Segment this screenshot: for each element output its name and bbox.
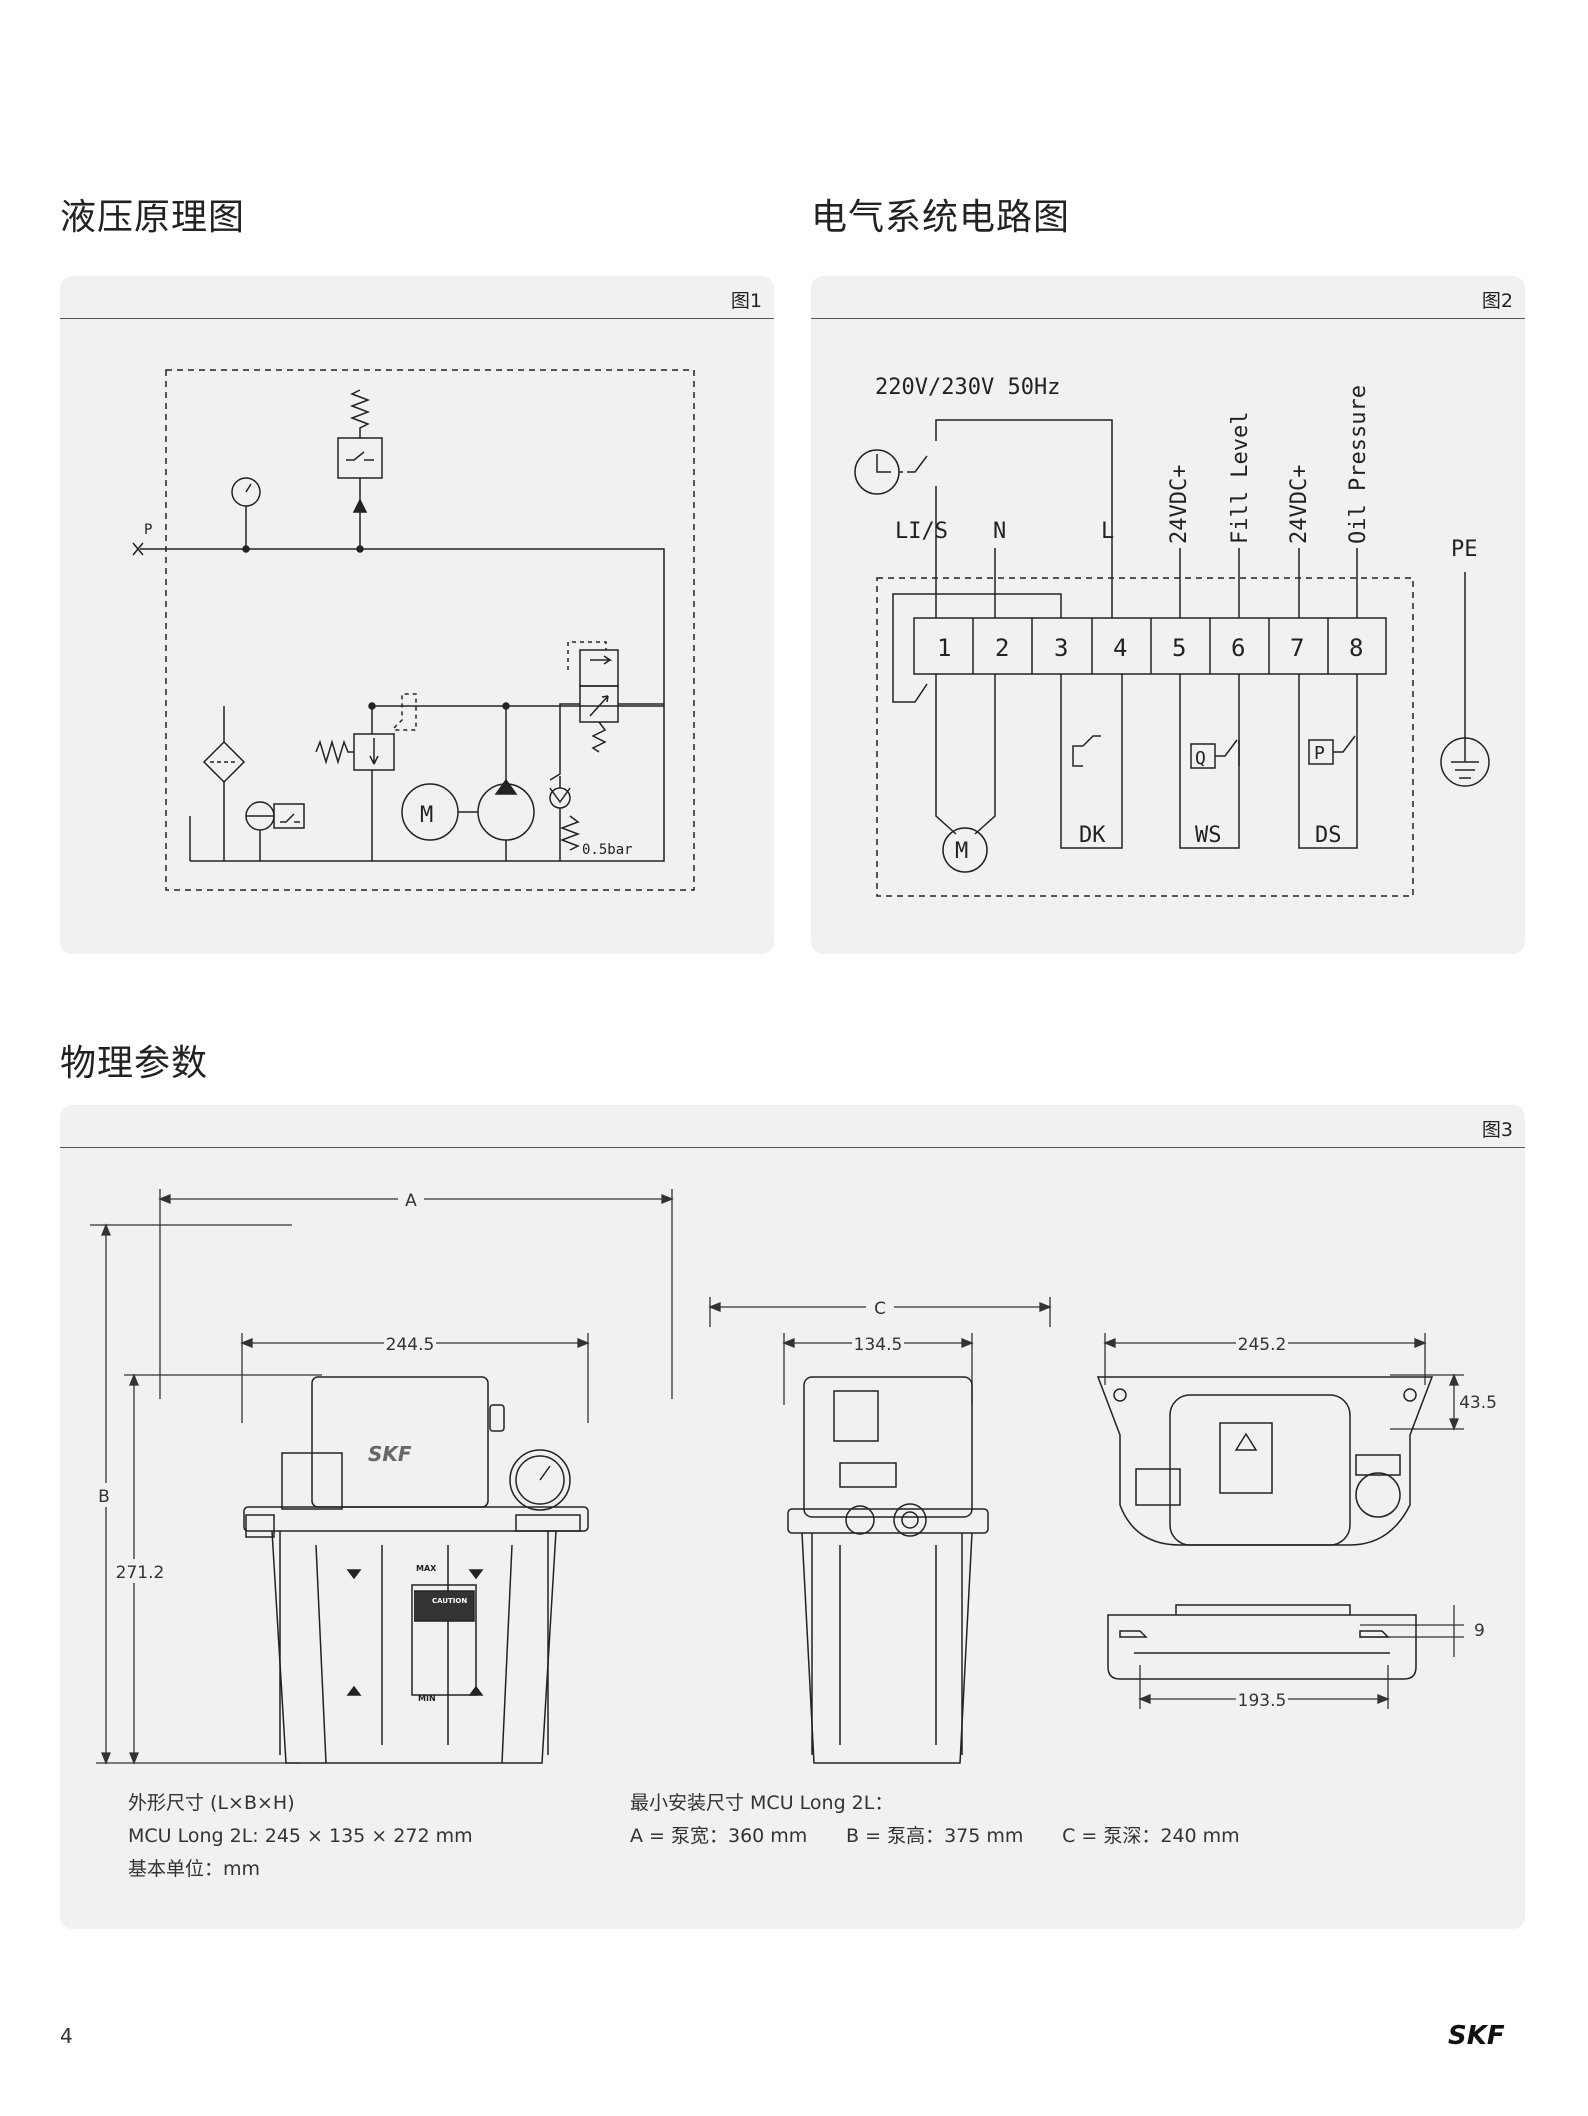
hydraulic-section-title: 液压原理图 — [60, 197, 246, 238]
base-plate-view — [1107, 1604, 1417, 1680]
dim-a: A — [405, 1191, 417, 1211]
electrical-schematic: 220V/230V 50Hz LI/S N L 24VDC+ Fill Leve… — [854, 375, 1490, 897]
outer-dimensions-caption: 外形尺寸 (L×B×H) MCU Long 2L: 245 × 135 × 27… — [128, 1787, 473, 1886]
terminal-2: 2 — [995, 634, 1009, 662]
min-install-title: 最小安装尺寸 MCU Long 2L： — [630, 1792, 894, 1814]
dimension-drawing: A B 271.2 244.5 — [90, 1187, 1497, 1765]
logo-text: SKF — [1448, 2021, 1505, 2050]
terminal-label-oil-pressure: Oil Pressure — [1346, 385, 1371, 544]
panel-header: 图2 — [811, 276, 1525, 319]
physical-section-title: 物理参数 — [60, 1043, 209, 1084]
terminal-8: 8 — [1349, 634, 1363, 662]
terminal-7: 7 — [1290, 634, 1304, 662]
figure-label: 图3 — [1481, 1119, 1513, 1141]
port-label: P — [144, 522, 152, 538]
terminal-numbers: 1 2 3 4 5 6 7 8 — [937, 634, 1363, 662]
symbol-p: P — [1314, 743, 1325, 764]
page-number: 4 — [60, 2024, 73, 2048]
switch-ws: WS — [1195, 823, 1222, 848]
dim-height: 271.2 — [116, 1563, 165, 1583]
skf-logo: SKF — [1448, 2021, 1505, 2050]
hydraulic-diagram-panel: 图1 P M — [60, 276, 774, 954]
panel-header: 图1 — [60, 276, 774, 319]
label-max: MAX — [416, 1564, 437, 1573]
pe-label: PE — [1451, 537, 1478, 562]
side-view — [787, 1376, 989, 1764]
drawing-logo: SKF — [368, 1442, 412, 1466]
front-view — [243, 1376, 589, 1764]
min-install-a: A = 泵宽：360 mm — [630, 1825, 808, 1847]
dim-c: C — [874, 1299, 886, 1319]
symbol-q: Q — [1195, 748, 1206, 769]
dim-b: B — [98, 1487, 110, 1507]
terminal-6: 6 — [1231, 634, 1245, 662]
dim-base-width: 245.2 — [1238, 1335, 1287, 1355]
terminal-3: 3 — [1054, 634, 1068, 662]
terminal-label-l: L — [1101, 519, 1114, 544]
min-install-c: C = 泵深：240 mm — [1062, 1825, 1240, 1847]
unit-note: 基本单位：mm — [128, 1858, 261, 1880]
switch-ds: DS — [1315, 823, 1342, 848]
top-view — [1096, 1376, 1434, 1546]
terminal-label-n: N — [993, 519, 1006, 544]
outer-title: 外形尺寸 (L×B×H) — [128, 1792, 295, 1814]
dim-width: 244.5 — [386, 1335, 435, 1355]
check-pressure-label: 0.5bar — [582, 842, 633, 858]
min-install-b: B = 泵高：375 mm — [846, 1825, 1024, 1847]
figure-label: 图1 — [730, 290, 762, 312]
supply-label: 220V/230V 50Hz — [875, 375, 1060, 400]
terminal-label-fill-level: Fill Level — [1228, 412, 1253, 544]
switch-dk: DK — [1079, 823, 1106, 848]
label-min: MIN — [418, 1694, 436, 1703]
figure-label: 图2 — [1481, 290, 1513, 312]
dim-mount-spacing: 193.5 — [1238, 1691, 1287, 1711]
electrical-diagram-panel: 图2 220V/230V 50Hz LI/S N L 24VDC+ Fill L… — [811, 276, 1525, 954]
terminal-label-24vdc-2: 24VDC+ — [1287, 465, 1312, 544]
terminal-label-lis: LI/S — [895, 519, 948, 544]
dim-base-offset: 43.5 — [1459, 1393, 1497, 1413]
dim-depth: 134.5 — [854, 1335, 903, 1355]
min-install-caption: 最小安装尺寸 MCU Long 2L： A = 泵宽：360 mm B = 泵高… — [630, 1787, 1240, 1853]
hydraulic-schematic: P M 0.5bar — [132, 369, 695, 891]
terminal-5: 5 — [1172, 634, 1186, 662]
label-caution: CAUTION — [432, 1597, 467, 1605]
dim-base-thickness: 9 — [1474, 1621, 1485, 1641]
terminal-label-24vdc-1: 24VDC+ — [1167, 465, 1192, 544]
terminal-4: 4 — [1113, 634, 1127, 662]
terminal-1: 1 — [937, 634, 951, 662]
motor-label: M — [955, 839, 968, 864]
motor-label: M — [420, 803, 433, 828]
dimension-drawing-panel: 图3 A B 271.2 244.5 — [60, 1105, 1525, 1929]
electrical-section-title: 电气系统电路图 — [811, 197, 1071, 238]
panel-header: 图3 — [60, 1105, 1525, 1148]
outer-model: MCU Long 2L: 245 × 135 × 272 mm — [128, 1825, 473, 1847]
